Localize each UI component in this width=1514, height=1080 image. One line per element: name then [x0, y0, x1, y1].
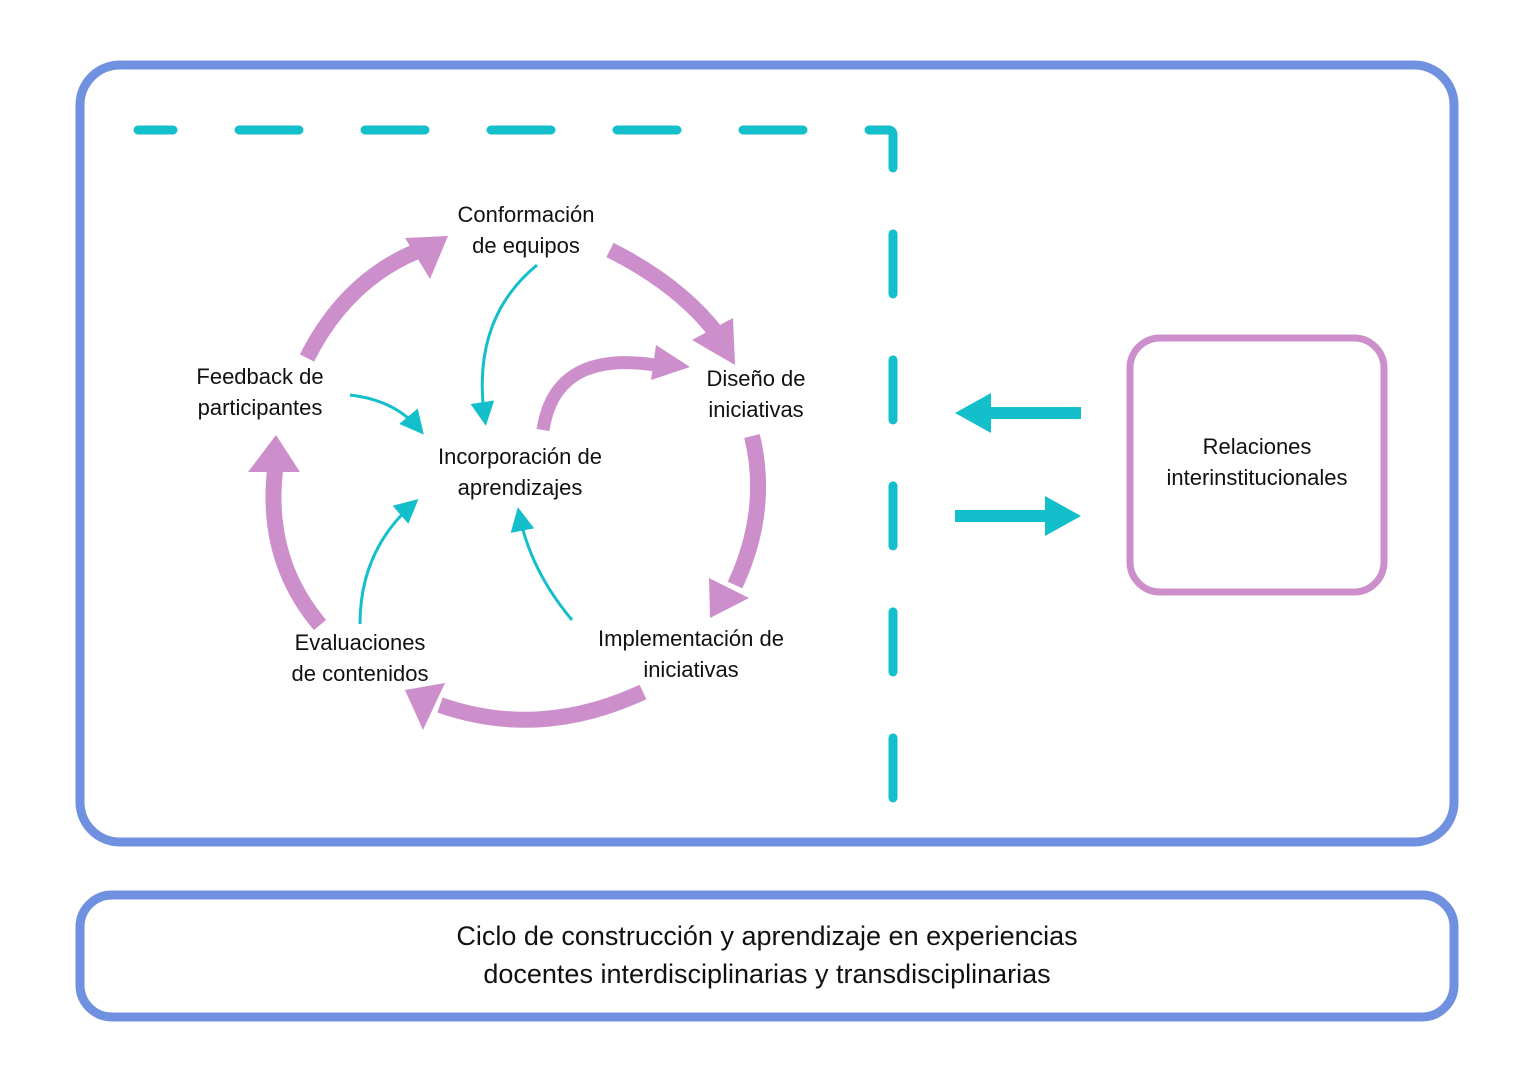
- cycle-arrow-feedback-to-conformacion: [299, 236, 448, 362]
- node-conformacion: Conformación de equipos: [426, 199, 626, 261]
- node-diseno-line2: iniciativas: [708, 397, 804, 422]
- node-incorporacion-line2: aprendizajes: [457, 475, 583, 500]
- node-conformacion-line2: de equipos: [472, 233, 580, 258]
- caption-line2: docentes interdisciplinarias y transdisc…: [483, 959, 1051, 989]
- diagram-caption: Ciclo de construcción y aprendizaje en e…: [80, 895, 1454, 1015]
- partner-label-line1: Relaciones: [1202, 434, 1312, 459]
- node-diseno-line1: Diseño de: [706, 366, 806, 391]
- node-evaluaciones: Evaluaciones de contenidos: [265, 627, 455, 689]
- node-feedback-line2: participantes: [197, 395, 323, 420]
- cycle-arrow-evaluaciones-to-feedback: [248, 435, 327, 631]
- partner-label: Relaciones interinstitucionales: [1130, 431, 1384, 493]
- flow-conformacion-to-incorporacion: [470, 263, 538, 426]
- node-incorporacion-line1: Incorporación de: [438, 444, 602, 469]
- main-frame: [75, 60, 1459, 847]
- node-diseno: Diseño de iniciativas: [676, 363, 836, 425]
- node-evaluaciones-line1: Evaluaciones: [294, 630, 426, 655]
- node-conformacion-line1: Conformación: [457, 202, 595, 227]
- cycle-arrow-incorporacion-to-diseno: [536, 345, 690, 432]
- node-feedback: Feedback de participantes: [165, 361, 355, 423]
- cycle-arrow-conformacion-to-diseno: [606, 242, 735, 365]
- cycle-arrow-diseno-to-implementacion: [709, 434, 767, 618]
- node-implementacion-line1: Implementación de: [598, 626, 784, 651]
- caption-line1: Ciclo de construcción y aprendizaje en e…: [456, 921, 1078, 951]
- node-implementacion-line2: iniciativas: [643, 657, 739, 682]
- node-implementacion: Implementación de iniciativas: [566, 623, 816, 685]
- node-incorporacion: Incorporación de aprendizajes: [405, 441, 635, 503]
- node-evaluaciones-line2: de contenidos: [291, 661, 429, 686]
- flow-feedback-to-incorporacion: [349, 393, 424, 435]
- node-feedback-line1: Feedback de: [196, 364, 324, 389]
- partner-box: [1126, 334, 1388, 596]
- outbound-arrow: [955, 496, 1081, 536]
- flow-implementacion-to-incorporacion: [510, 507, 574, 621]
- partner-label-line2: interinstitucionales: [1166, 465, 1348, 490]
- cycle-arrow-implementacion-to-evaluaciones: [405, 683, 647, 730]
- institution-boundary: [133, 125, 898, 805]
- caption-frame: [75, 890, 1459, 1022]
- flow-evaluaciones-to-incorporacion: [358, 499, 419, 625]
- inbound-arrow: [955, 393, 1081, 433]
